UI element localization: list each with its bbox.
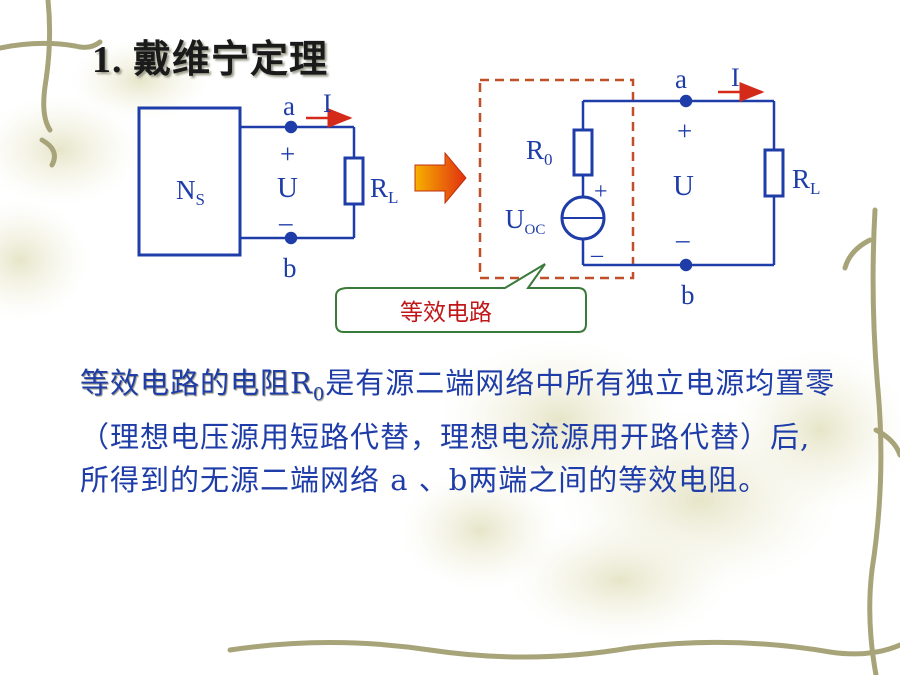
uoc-label: UOC xyxy=(505,204,545,238)
terminal-a-right xyxy=(679,94,693,108)
minus-right-label: – xyxy=(675,224,690,254)
paragraph-highlight: 等效电路的电阻R0 xyxy=(80,366,326,405)
source-plus-label: + xyxy=(594,179,608,205)
load-right-label: RL xyxy=(792,164,820,198)
r0-label: R0 xyxy=(526,135,553,169)
leaf-pattern xyxy=(0,40,900,640)
callout-text: 等效电路 xyxy=(400,300,492,326)
paragraph-text: 是有源二端网络中所有独立电源均置零（理想电压源用短路代替，理想电流源用开路代替）… xyxy=(80,366,836,497)
load-left-label: RL xyxy=(370,173,398,207)
callout-bubble xyxy=(335,263,587,333)
left-circuit xyxy=(137,106,365,257)
minus-left-label: – xyxy=(278,207,293,237)
active-network-box xyxy=(137,106,242,257)
description-paragraph: 等效电路的电阻R0是有源二端网络中所有独立电源均置零（理想电压源用短路代替，理想… xyxy=(80,362,850,502)
equivalent-circuit-dashed-box xyxy=(478,78,635,280)
terminal-b-left xyxy=(284,231,298,245)
current-left-label: I xyxy=(323,89,332,118)
current-right-label: I xyxy=(731,63,740,92)
plus-right-label: + xyxy=(677,116,692,146)
plus-left-label: + xyxy=(280,139,295,169)
r0-resistor xyxy=(572,128,594,177)
voltage-right-label: U xyxy=(673,170,694,202)
terminal-b-right xyxy=(679,258,693,272)
source-minus-label: – xyxy=(590,242,604,268)
equivalence-arrow xyxy=(414,151,467,205)
network-label: NS xyxy=(176,175,205,209)
node-a-left-label: a xyxy=(283,91,295,121)
node-b-right-label: b xyxy=(681,280,695,310)
load-resistor-left xyxy=(343,156,365,206)
load-resistor-right xyxy=(763,148,785,198)
node-a-right-label: a xyxy=(675,64,687,94)
voltage-left-label: U xyxy=(277,172,298,204)
terminal-a-left xyxy=(284,120,298,134)
node-b-left-label: b xyxy=(283,253,297,283)
page-title: 1. 戴维宁定理 xyxy=(92,39,329,81)
